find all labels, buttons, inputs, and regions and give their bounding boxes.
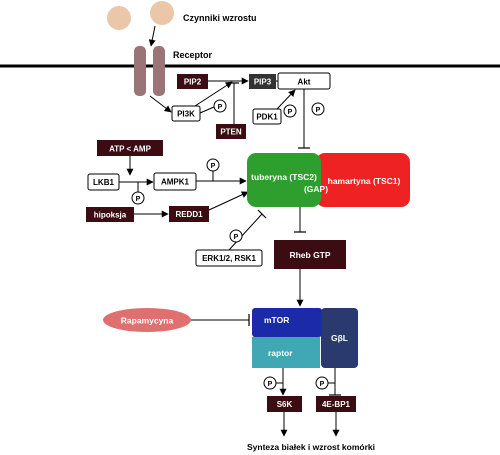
tsc2-label: tuberyna (TSC2) <box>251 172 317 182</box>
atp-amp-label: ATP < AMP <box>109 145 152 154</box>
pdk1-box <box>252 108 282 125</box>
gap-label: (GAP) <box>304 184 328 194</box>
pi3k-phospho-link <box>199 106 215 114</box>
pten-label: PTEN <box>220 128 242 137</box>
pdk1-phospho-circle <box>283 104 297 118</box>
gbl-box <box>321 308 358 368</box>
rapamycin-ellipse <box>103 308 191 332</box>
erk-phospho-circle <box>229 229 243 243</box>
rheb-box <box>274 240 346 269</box>
growth-factor-ligand <box>150 1 174 25</box>
tsc1-label: hamartyna (TSC1) <box>328 176 401 186</box>
rapamycin-label: Rapamycyna <box>121 316 174 326</box>
s6k-box <box>267 396 302 412</box>
erk-tsc-inhibit-bar <box>257 209 267 219</box>
ampk1-label: AMPK1 <box>161 178 190 187</box>
synthesis-label: Synteza białek i wzrost komórki <box>247 442 375 452</box>
growth-factors-label: Czynniki wzrostu <box>183 13 257 23</box>
pi3k-box <box>171 105 201 122</box>
receptor-left <box>134 46 146 96</box>
receptor-right <box>153 46 165 96</box>
hypoxia-box <box>86 207 134 222</box>
pi3k-phospho-circle <box>213 99 227 113</box>
receptor-pi3k-arrow <box>149 95 172 113</box>
erk-tsc-inhibit-line <box>228 213 263 251</box>
pip2-box <box>177 74 208 89</box>
pip2-label: PIP2 <box>184 78 202 87</box>
pi3k-label: PI3K <box>177 110 195 119</box>
akt-phospho-label: P <box>316 107 321 114</box>
growth-factor-ligand <box>107 6 131 30</box>
ligand-receptor-arrow <box>148 25 156 47</box>
redd1-label: REDD1 <box>175 210 203 219</box>
ebp1-label: 4E-BP1 <box>322 400 351 409</box>
tsc2-box <box>247 153 321 207</box>
s6k-phospho-label: P <box>268 381 273 388</box>
lkb1-label: LKB1 <box>93 178 114 187</box>
lkb1-phospho-label: P <box>136 196 141 203</box>
redd1-tsc2-arrow <box>208 191 249 211</box>
pip3-box <box>249 74 276 89</box>
tsc1-box <box>316 153 410 207</box>
akt-label: Akt <box>298 78 311 87</box>
pten-box <box>216 124 246 139</box>
pip3-label: PIP3 <box>254 78 272 87</box>
erk-phospho-label: P <box>234 234 239 241</box>
gbl-label: GβL <box>331 333 348 343</box>
erk-rsk-label: ERK1/2, RSK1 <box>202 254 256 263</box>
pdk1-label: PDK1 <box>256 113 278 122</box>
raptor-label: raptor <box>268 348 293 358</box>
redd1-box <box>169 206 209 222</box>
hypoxia-label: hipoksja <box>94 211 127 220</box>
ebp1-box <box>316 396 356 412</box>
receptor-label: Receptor <box>173 50 213 60</box>
rheb-label: Rheb GTP <box>289 250 330 260</box>
mtor-label: mTOR <box>264 315 289 325</box>
pdk1-akt-arrow <box>276 89 296 110</box>
raptor-box <box>252 337 320 368</box>
ebp1-phospho-label: P <box>320 381 325 388</box>
pi3k-phospho-label: P <box>218 104 223 111</box>
ampk1-phospho-label: P <box>211 163 216 170</box>
s6k-label: S6K <box>277 400 293 409</box>
pdk1-phospho-label: P <box>288 109 293 116</box>
mtor-box <box>252 308 322 337</box>
akt-phospho-circle <box>311 102 325 116</box>
atp-amp-box <box>97 140 163 156</box>
pi3k-activation-arrow <box>194 81 233 107</box>
